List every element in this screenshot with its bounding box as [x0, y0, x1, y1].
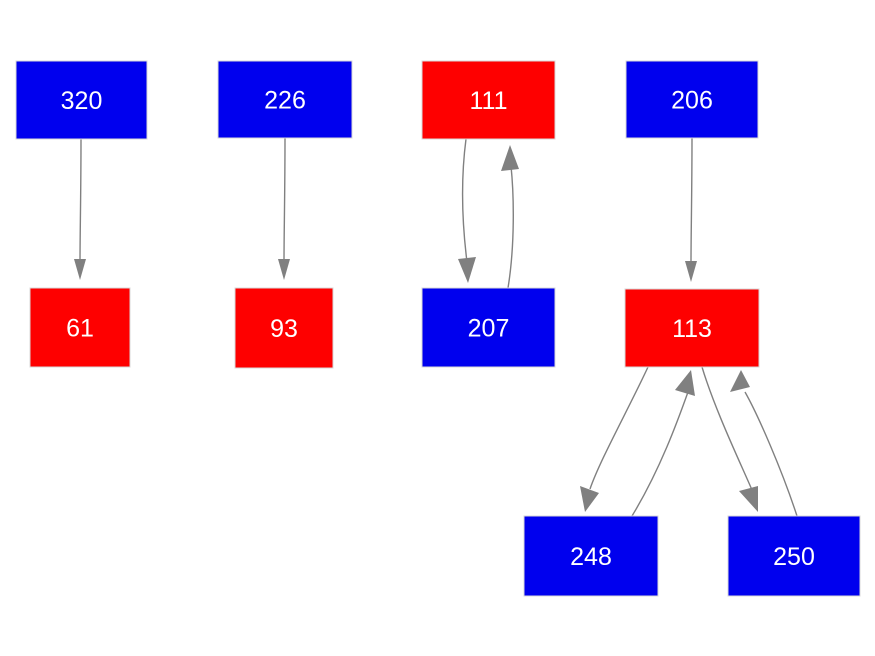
- graph-node-248[interactable]: 248: [523, 515, 659, 597]
- graph-edge-207-to-111: [501, 145, 519, 289]
- graph-node-320[interactable]: 320: [15, 60, 148, 140]
- edge-line: [589, 366, 649, 490]
- graph-node-113[interactable]: 113: [624, 288, 760, 368]
- edge-line: [631, 391, 689, 517]
- node-box[interactable]: [727, 515, 861, 597]
- graph-node-206[interactable]: 206: [625, 60, 759, 139]
- graph-edge-320-to-61: [74, 138, 86, 280]
- arrowhead-icon: [501, 145, 519, 171]
- graph-edge-206-to-113: [685, 137, 697, 282]
- edge-line: [744, 391, 798, 517]
- arrowhead-icon: [730, 370, 750, 392]
- edge-line: [507, 165, 514, 289]
- node-box[interactable]: [234, 287, 334, 369]
- graph-edge-248-to-113: [631, 370, 695, 517]
- node-layer: 320 226 111 206 61 93 207 113 248 250: [15, 60, 861, 597]
- graph-node-226[interactable]: 226: [217, 60, 353, 139]
- node-box[interactable]: [421, 60, 556, 140]
- node-box[interactable]: [523, 515, 659, 597]
- edge-line: [283, 137, 286, 263]
- edge-line: [690, 137, 693, 263]
- graph-edge-113-to-250: [701, 366, 758, 512]
- arrowhead-icon: [739, 486, 758, 512]
- arrowhead-icon: [685, 261, 697, 282]
- node-box[interactable]: [15, 60, 148, 140]
- graph-edge-111-to-207: [458, 138, 476, 283]
- node-box[interactable]: [217, 60, 353, 139]
- node-box[interactable]: [421, 287, 556, 368]
- graph-node-93[interactable]: 93: [234, 287, 334, 369]
- graph-edge-113-to-248: [580, 366, 649, 512]
- edge-layer: [74, 137, 798, 517]
- edge-line: [79, 138, 82, 263]
- node-box[interactable]: [29, 287, 131, 368]
- arrowhead-icon: [278, 259, 290, 280]
- graph-edge-226-to-93: [278, 137, 290, 280]
- edge-line: [461, 138, 468, 263]
- arrowhead-icon: [675, 370, 695, 396]
- arrowhead-icon: [580, 486, 599, 512]
- graph-edge-250-to-113: [730, 370, 798, 517]
- graph-node-207[interactable]: 207: [421, 287, 556, 368]
- graph-node-61[interactable]: 61: [29, 287, 131, 368]
- arrowhead-icon: [458, 257, 476, 283]
- graph-node-111[interactable]: 111: [421, 60, 556, 140]
- arrowhead-icon: [74, 259, 86, 280]
- node-box[interactable]: [624, 288, 760, 368]
- node-box[interactable]: [625, 60, 759, 139]
- edge-line: [701, 366, 753, 491]
- graph-node-250[interactable]: 250: [727, 515, 861, 597]
